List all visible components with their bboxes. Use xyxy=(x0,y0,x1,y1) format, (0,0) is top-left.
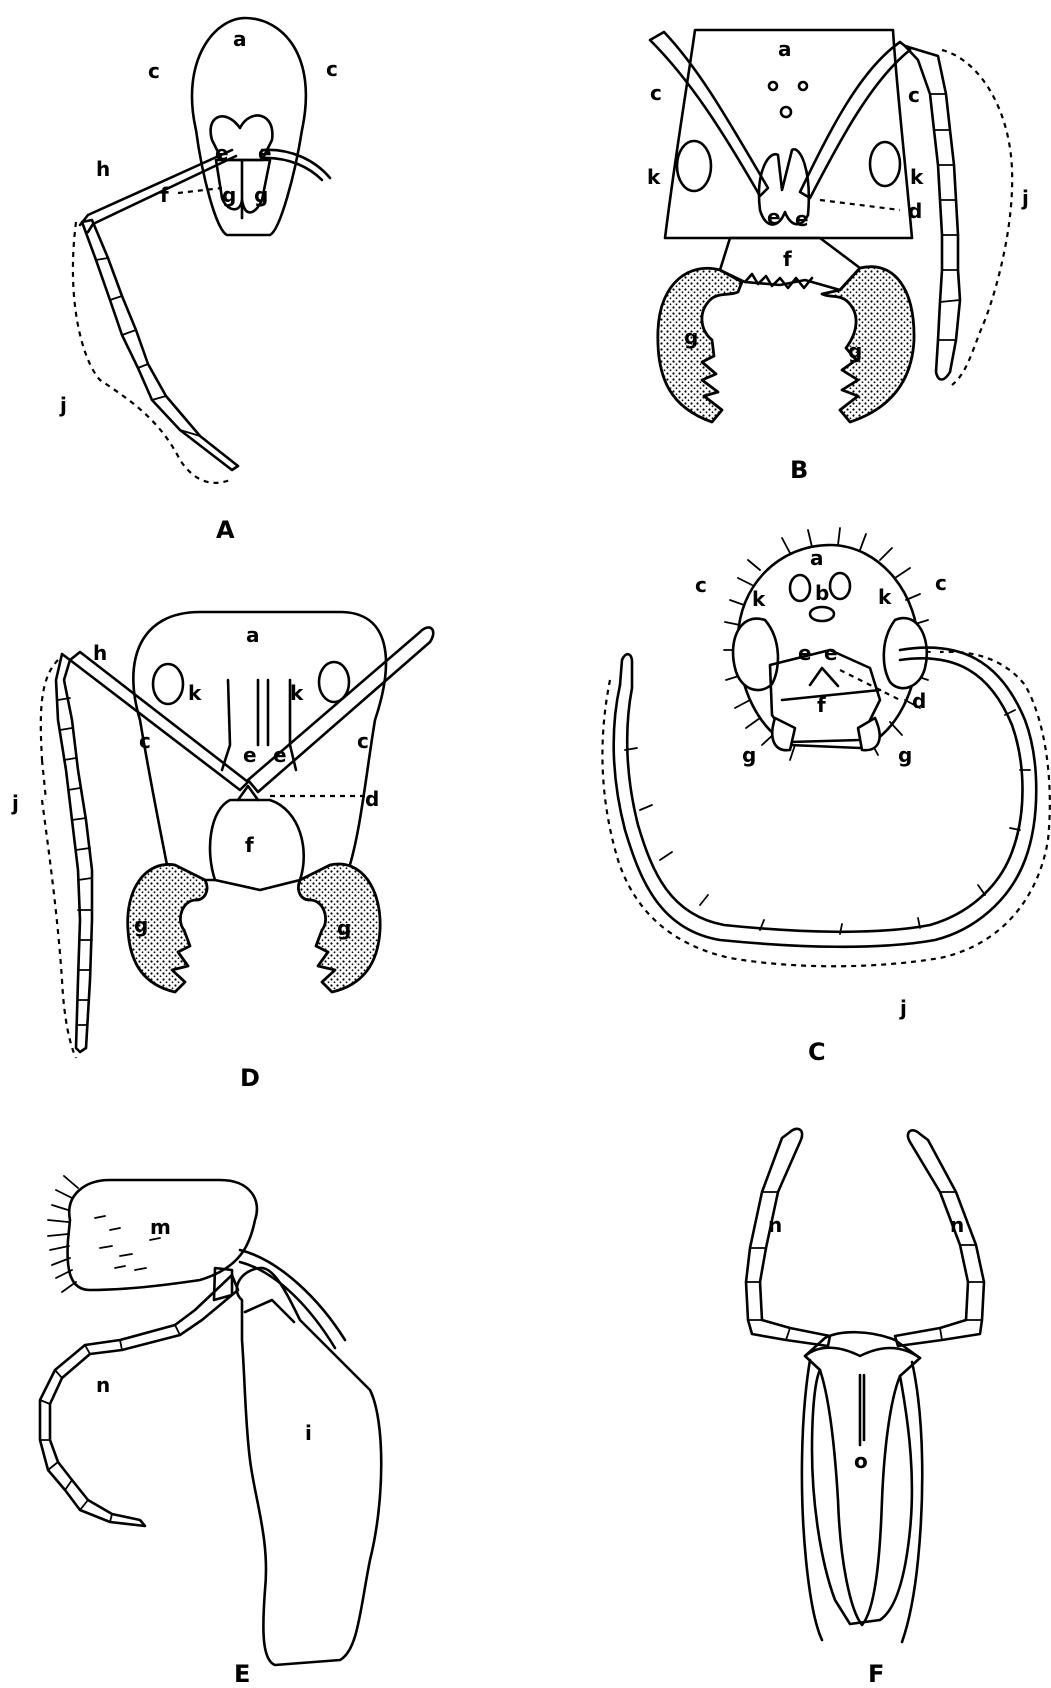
panel-b-mandible-right xyxy=(822,267,914,422)
caption-a: A xyxy=(216,516,235,544)
label-j: j xyxy=(11,791,19,815)
label-n: n xyxy=(950,1213,964,1237)
label-c: c xyxy=(148,59,160,83)
label-n: n xyxy=(768,1213,782,1237)
panel-e-labial-palp xyxy=(40,1275,238,1526)
panel-b-j-bracket xyxy=(942,50,1012,385)
label-e: e xyxy=(767,205,781,229)
label-k: k xyxy=(878,585,892,609)
label-e: e xyxy=(798,641,812,665)
label-d: d xyxy=(365,787,379,811)
panel-f-palp-left xyxy=(746,1129,830,1346)
panel-a xyxy=(73,18,330,483)
label-k: k xyxy=(290,681,304,705)
label-h: h xyxy=(93,641,107,665)
label-d: d xyxy=(912,689,926,713)
label-o: o xyxy=(854,1449,868,1473)
label-k: k xyxy=(188,681,202,705)
label-i: i xyxy=(305,1421,312,1445)
label-e: e xyxy=(273,743,287,767)
label-j: j xyxy=(899,996,907,1020)
label-f: f xyxy=(160,183,169,207)
label-g: g xyxy=(254,183,268,207)
label-k: k xyxy=(910,165,924,189)
panel-c-eye-right xyxy=(884,618,927,688)
label-c: c xyxy=(935,571,947,595)
label-g: g xyxy=(684,325,698,349)
label-g: g xyxy=(222,183,236,207)
label-g: g xyxy=(898,743,912,767)
label-g: g xyxy=(337,916,351,940)
label-c: c xyxy=(326,57,338,81)
label-a: a xyxy=(246,623,260,647)
label-k: k xyxy=(647,165,661,189)
panel-b-mandible-left xyxy=(658,268,742,422)
panel-d xyxy=(41,612,433,1058)
panel-d-eye-left xyxy=(153,664,183,704)
panel-captions: B A C D E F xyxy=(216,456,884,1688)
label-c: c xyxy=(357,729,369,753)
caption-e: E xyxy=(234,1660,250,1688)
panel-b-eye-left xyxy=(677,141,711,191)
caption-b: B xyxy=(790,456,808,484)
panel-d-flagellum xyxy=(56,654,92,1052)
label-g: g xyxy=(742,743,756,767)
label-e: e xyxy=(258,141,272,165)
panel-b xyxy=(650,30,1012,422)
label-f: f xyxy=(245,833,254,857)
label-c: c xyxy=(139,729,151,753)
panel-c-j-bracket xyxy=(602,652,1049,967)
panel-a-flagellum xyxy=(82,220,238,470)
label-e: e xyxy=(795,207,809,231)
panel-b-head-capsule xyxy=(665,30,912,238)
label-n: n xyxy=(96,1373,110,1397)
panel-a-head-capsule xyxy=(192,18,306,235)
label-h: h xyxy=(96,157,110,181)
label-g: g xyxy=(134,913,148,937)
label-c: c xyxy=(650,81,662,105)
label-e: e xyxy=(215,141,229,165)
caption-d: D xyxy=(240,1064,260,1092)
label-k: k xyxy=(752,587,766,611)
panel-f-palp-right xyxy=(895,1130,984,1346)
label-e: e xyxy=(824,641,838,665)
label-c: c xyxy=(695,573,707,597)
label-b: b xyxy=(815,581,829,605)
label-f: f xyxy=(783,247,792,271)
label-g: g xyxy=(848,339,862,363)
label-a: a xyxy=(778,37,792,61)
label-d: d xyxy=(908,199,922,223)
caption-c: C xyxy=(808,1038,826,1066)
label-a: a xyxy=(810,546,824,570)
label-e: e xyxy=(243,743,257,767)
label-a: a xyxy=(233,27,247,51)
label-m: m xyxy=(150,1215,171,1239)
label-c: c xyxy=(908,83,920,107)
panel-e xyxy=(40,1176,381,1665)
label-j: j xyxy=(1021,186,1029,210)
label-j: j xyxy=(59,393,67,417)
caption-f: F xyxy=(868,1660,884,1688)
panel-e-stipes xyxy=(237,1268,381,1665)
label-f: f xyxy=(817,693,826,717)
panel-b-eye-right xyxy=(870,142,900,186)
panel-d-labrum xyxy=(210,800,304,890)
panel-b-antenna-left xyxy=(650,32,768,196)
panel-f xyxy=(746,1129,984,1642)
